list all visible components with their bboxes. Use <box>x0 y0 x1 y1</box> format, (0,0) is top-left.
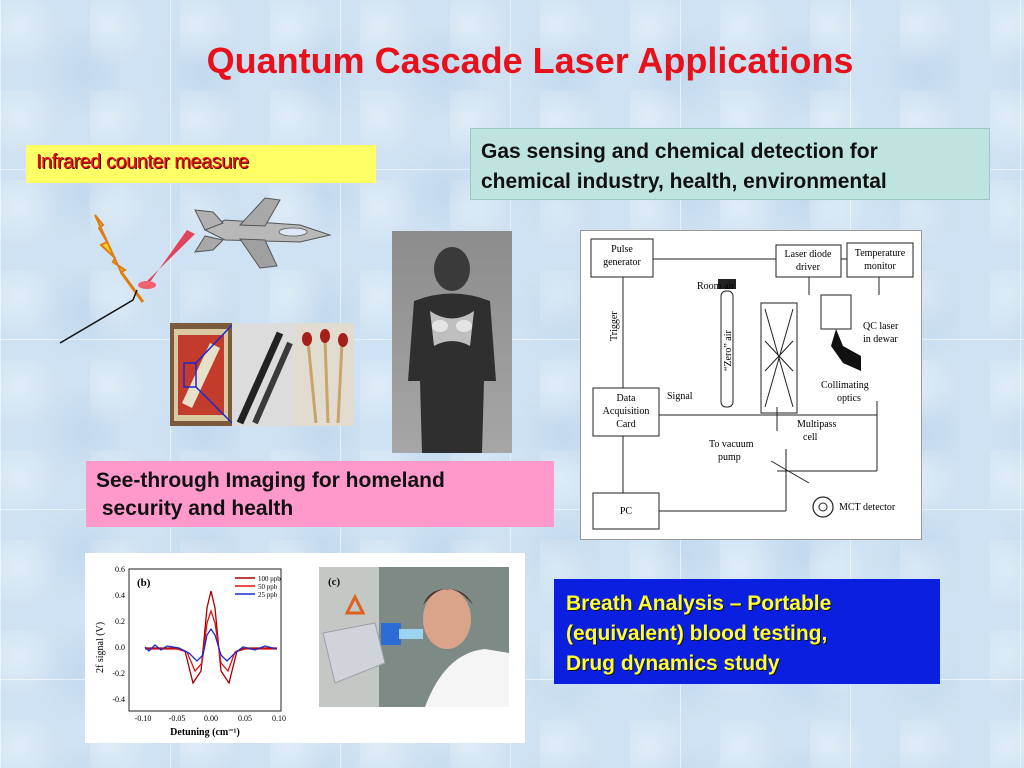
pulse-generator-label-2: generator <box>603 257 641 268</box>
mct-detector-label: MCT detector <box>839 502 896 513</box>
y-tick-labels: 0.6 0.4 0.2 0.0 -0.2 -0.4 <box>112 565 125 704</box>
laser-diode-driver-label: Laser diode <box>785 249 832 260</box>
breath-test-photo: (c) <box>319 567 509 707</box>
y-tick-3: 0.0 <box>115 643 125 652</box>
room-air-label: Room air <box>697 281 735 292</box>
y-tick-4: -0.2 <box>112 669 125 678</box>
pulse-generator-label: Pulse <box>611 244 633 255</box>
see-through-imaging-label: See-through Imaging for homeland securit… <box>86 461 554 527</box>
breath-line-2: (equivalent) blood testing, <box>566 622 828 645</box>
daq-label-2: Acquisition <box>603 406 650 417</box>
trigger-label: Trigger <box>609 311 620 341</box>
panel-c-label: (c) <box>328 576 341 588</box>
y-tick-5: -0.4 <box>112 695 125 704</box>
y-tick-0: 0.6 <box>115 565 125 574</box>
daq-label: Data <box>617 393 636 404</box>
legend-50: 50 ppb <box>258 583 278 591</box>
see-through-line-1: See-through Imaging for homeland <box>96 469 445 492</box>
x-axis-label: Detuning (cm⁻¹) <box>170 727 240 738</box>
y-axis-label: 2f signal (V) <box>95 622 106 673</box>
signal-label: Signal <box>667 391 693 402</box>
see-through-line-2: security and health <box>96 497 294 520</box>
breath-line-1: Breath Analysis – Portable <box>566 592 832 615</box>
infrared-label: Infrared counter measure <box>26 145 376 183</box>
x-tick-labels: -0.10 -0.05 0.00 0.05 0.10 <box>135 714 286 723</box>
gas-sensing-setup-diagram: Pulse generator Laser diode driver Tempe… <box>580 230 922 540</box>
x-tick-1: -0.05 <box>169 714 186 723</box>
flare-missile-icon <box>94 214 145 303</box>
series-50ppb <box>145 608 277 673</box>
matchbox-image <box>170 323 354 426</box>
x-tick-4: 0.10 <box>272 714 286 723</box>
legend-100: 100 ppb <box>258 575 281 583</box>
series-25ppb <box>144 627 278 662</box>
breath-analysis-figure: 0.6 0.4 0.2 0.0 -0.2 -0.4 -0.10 -0.05 0.… <box>85 553 525 743</box>
y-tick-1: 0.4 <box>115 591 125 600</box>
laser-beam <box>138 230 195 289</box>
qc-laser-label-2: in dewar <box>863 334 898 345</box>
missile-trail <box>59 289 138 344</box>
slide-title: Quantum Cascade Laser Applications <box>206 40 854 81</box>
x-tick-0: -0.10 <box>135 714 152 723</box>
qc-laser-label: QC laser <box>863 321 899 332</box>
temperature-monitor-label: Temperature <box>855 248 906 259</box>
collimating-optics-label: Collimating <box>821 380 869 391</box>
series-100ppb <box>145 590 277 685</box>
jet-aircraft-icon <box>194 197 332 269</box>
thermal-body-image <box>392 231 512 453</box>
temperature-monitor-label-2: monitor <box>864 261 896 272</box>
legend: 100 ppb 50 ppb 25 ppb <box>235 575 281 599</box>
legend-25: 25 ppb <box>258 591 278 599</box>
zero-air-label: “Zero” air <box>723 330 734 371</box>
laser-diode-driver-label-2: driver <box>796 262 821 273</box>
breath-line-3: Drug dynamics study <box>566 652 780 675</box>
gas-sensing-label: Gas sensing and chemical detection for c… <box>470 128 990 200</box>
y-tick-2: 0.2 <box>115 617 125 626</box>
x-tick-3: 0.05 <box>238 714 252 723</box>
x-tick-2: 0.00 <box>204 714 218 723</box>
breath-analysis-label: Breath Analysis – Portable (equivalent) … <box>554 579 940 684</box>
daq-label-3: Card <box>616 419 635 430</box>
multipass-cell-label: Multipass <box>797 419 837 430</box>
panel-b-label: (b) <box>137 577 151 589</box>
collimating-optics-label-2: optics <box>837 393 861 404</box>
multipass-cell-label-2: cell <box>803 432 818 443</box>
pc-label: PC <box>620 506 633 517</box>
gas-sensing-line-1: Gas sensing and chemical detection for <box>481 140 878 163</box>
vacuum-pump-label-2: pump <box>718 452 741 463</box>
vacuum-pump-label: To vacuum <box>709 439 754 450</box>
jet-scene <box>59 197 332 344</box>
gas-sensing-line-2: chemical industry, health, environmental <box>481 170 887 193</box>
